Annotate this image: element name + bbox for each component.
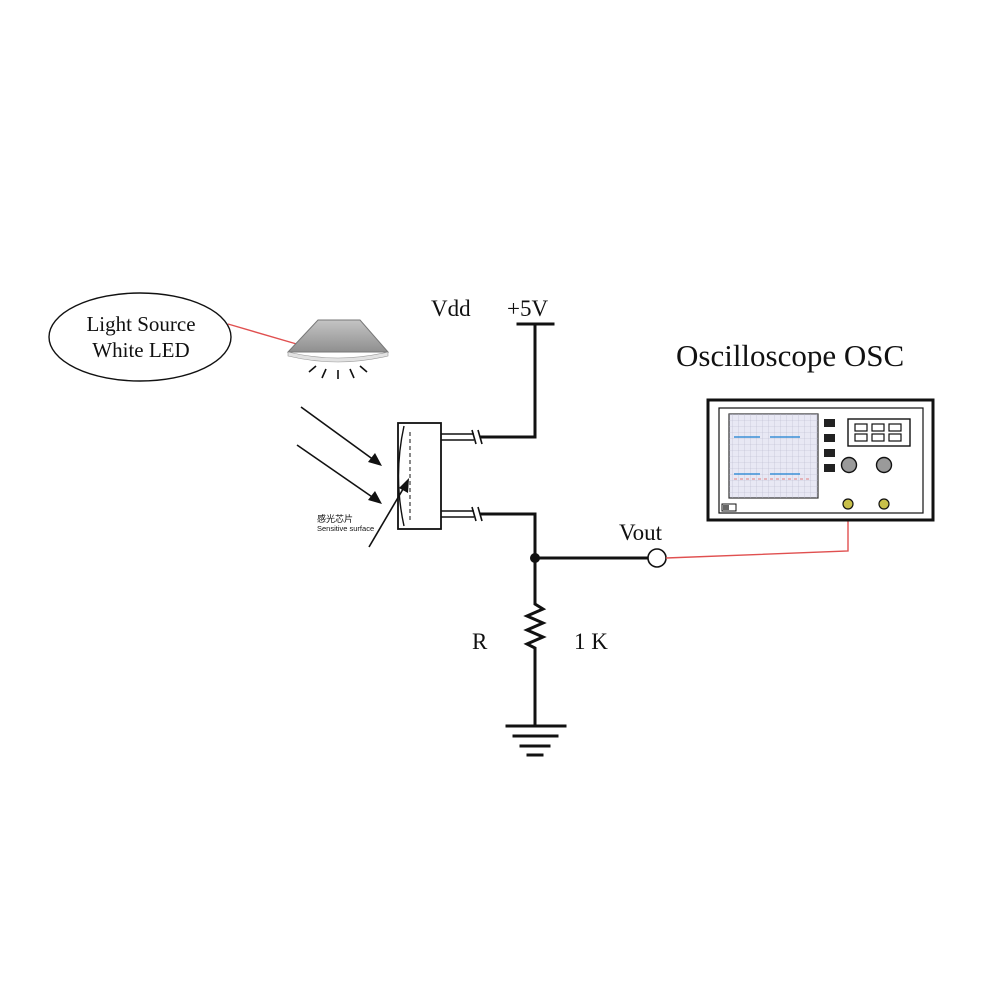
white-led-icon — [286, 319, 390, 379]
resistor-zigzag-icon — [523, 596, 547, 727]
light-source-bubble — [48, 292, 232, 382]
oscilloscope-icon — [706, 398, 935, 522]
scope-display-panel — [847, 418, 911, 447]
supply-voltage-label: +5V — [507, 296, 548, 321]
light-source-callout: Light Source White LED — [48, 292, 301, 382]
vout-label: Vout — [619, 520, 663, 545]
oscilloscope-title: Oscilloscope OSC — [676, 338, 904, 373]
scope-input-jack-1 — [842, 498, 854, 510]
resistor-name-label: R — [472, 629, 488, 654]
vout-terminal — [647, 548, 667, 568]
vdd-label: Vdd — [431, 296, 471, 321]
light-source-label-line2: White LED — [92, 338, 189, 362]
callout-pointer-line — [227, 323, 301, 346]
photo-sensor-icon: 感光芯片 Sensitive surface — [317, 422, 483, 548]
light-rays — [296, 406, 382, 504]
scope-knob-right — [875, 456, 893, 474]
chip-label-cn: 感光芯片 — [317, 513, 353, 524]
resistor-value-label: 1 K — [574, 629, 608, 654]
output-node-wiring: Vout — [480, 512, 667, 600]
scope-screen — [728, 413, 819, 499]
scope-input-jack-2 — [878, 498, 890, 510]
scope-knob-left — [840, 456, 858, 474]
scope-side-buttons — [824, 419, 835, 472]
light-source-label-line1: Light Source — [86, 312, 195, 336]
probe-lead — [665, 509, 849, 559]
ground-symbol-icon — [505, 724, 567, 757]
chip-label-en: Sensitive surface — [317, 524, 374, 533]
supply-rail — [480, 322, 555, 439]
